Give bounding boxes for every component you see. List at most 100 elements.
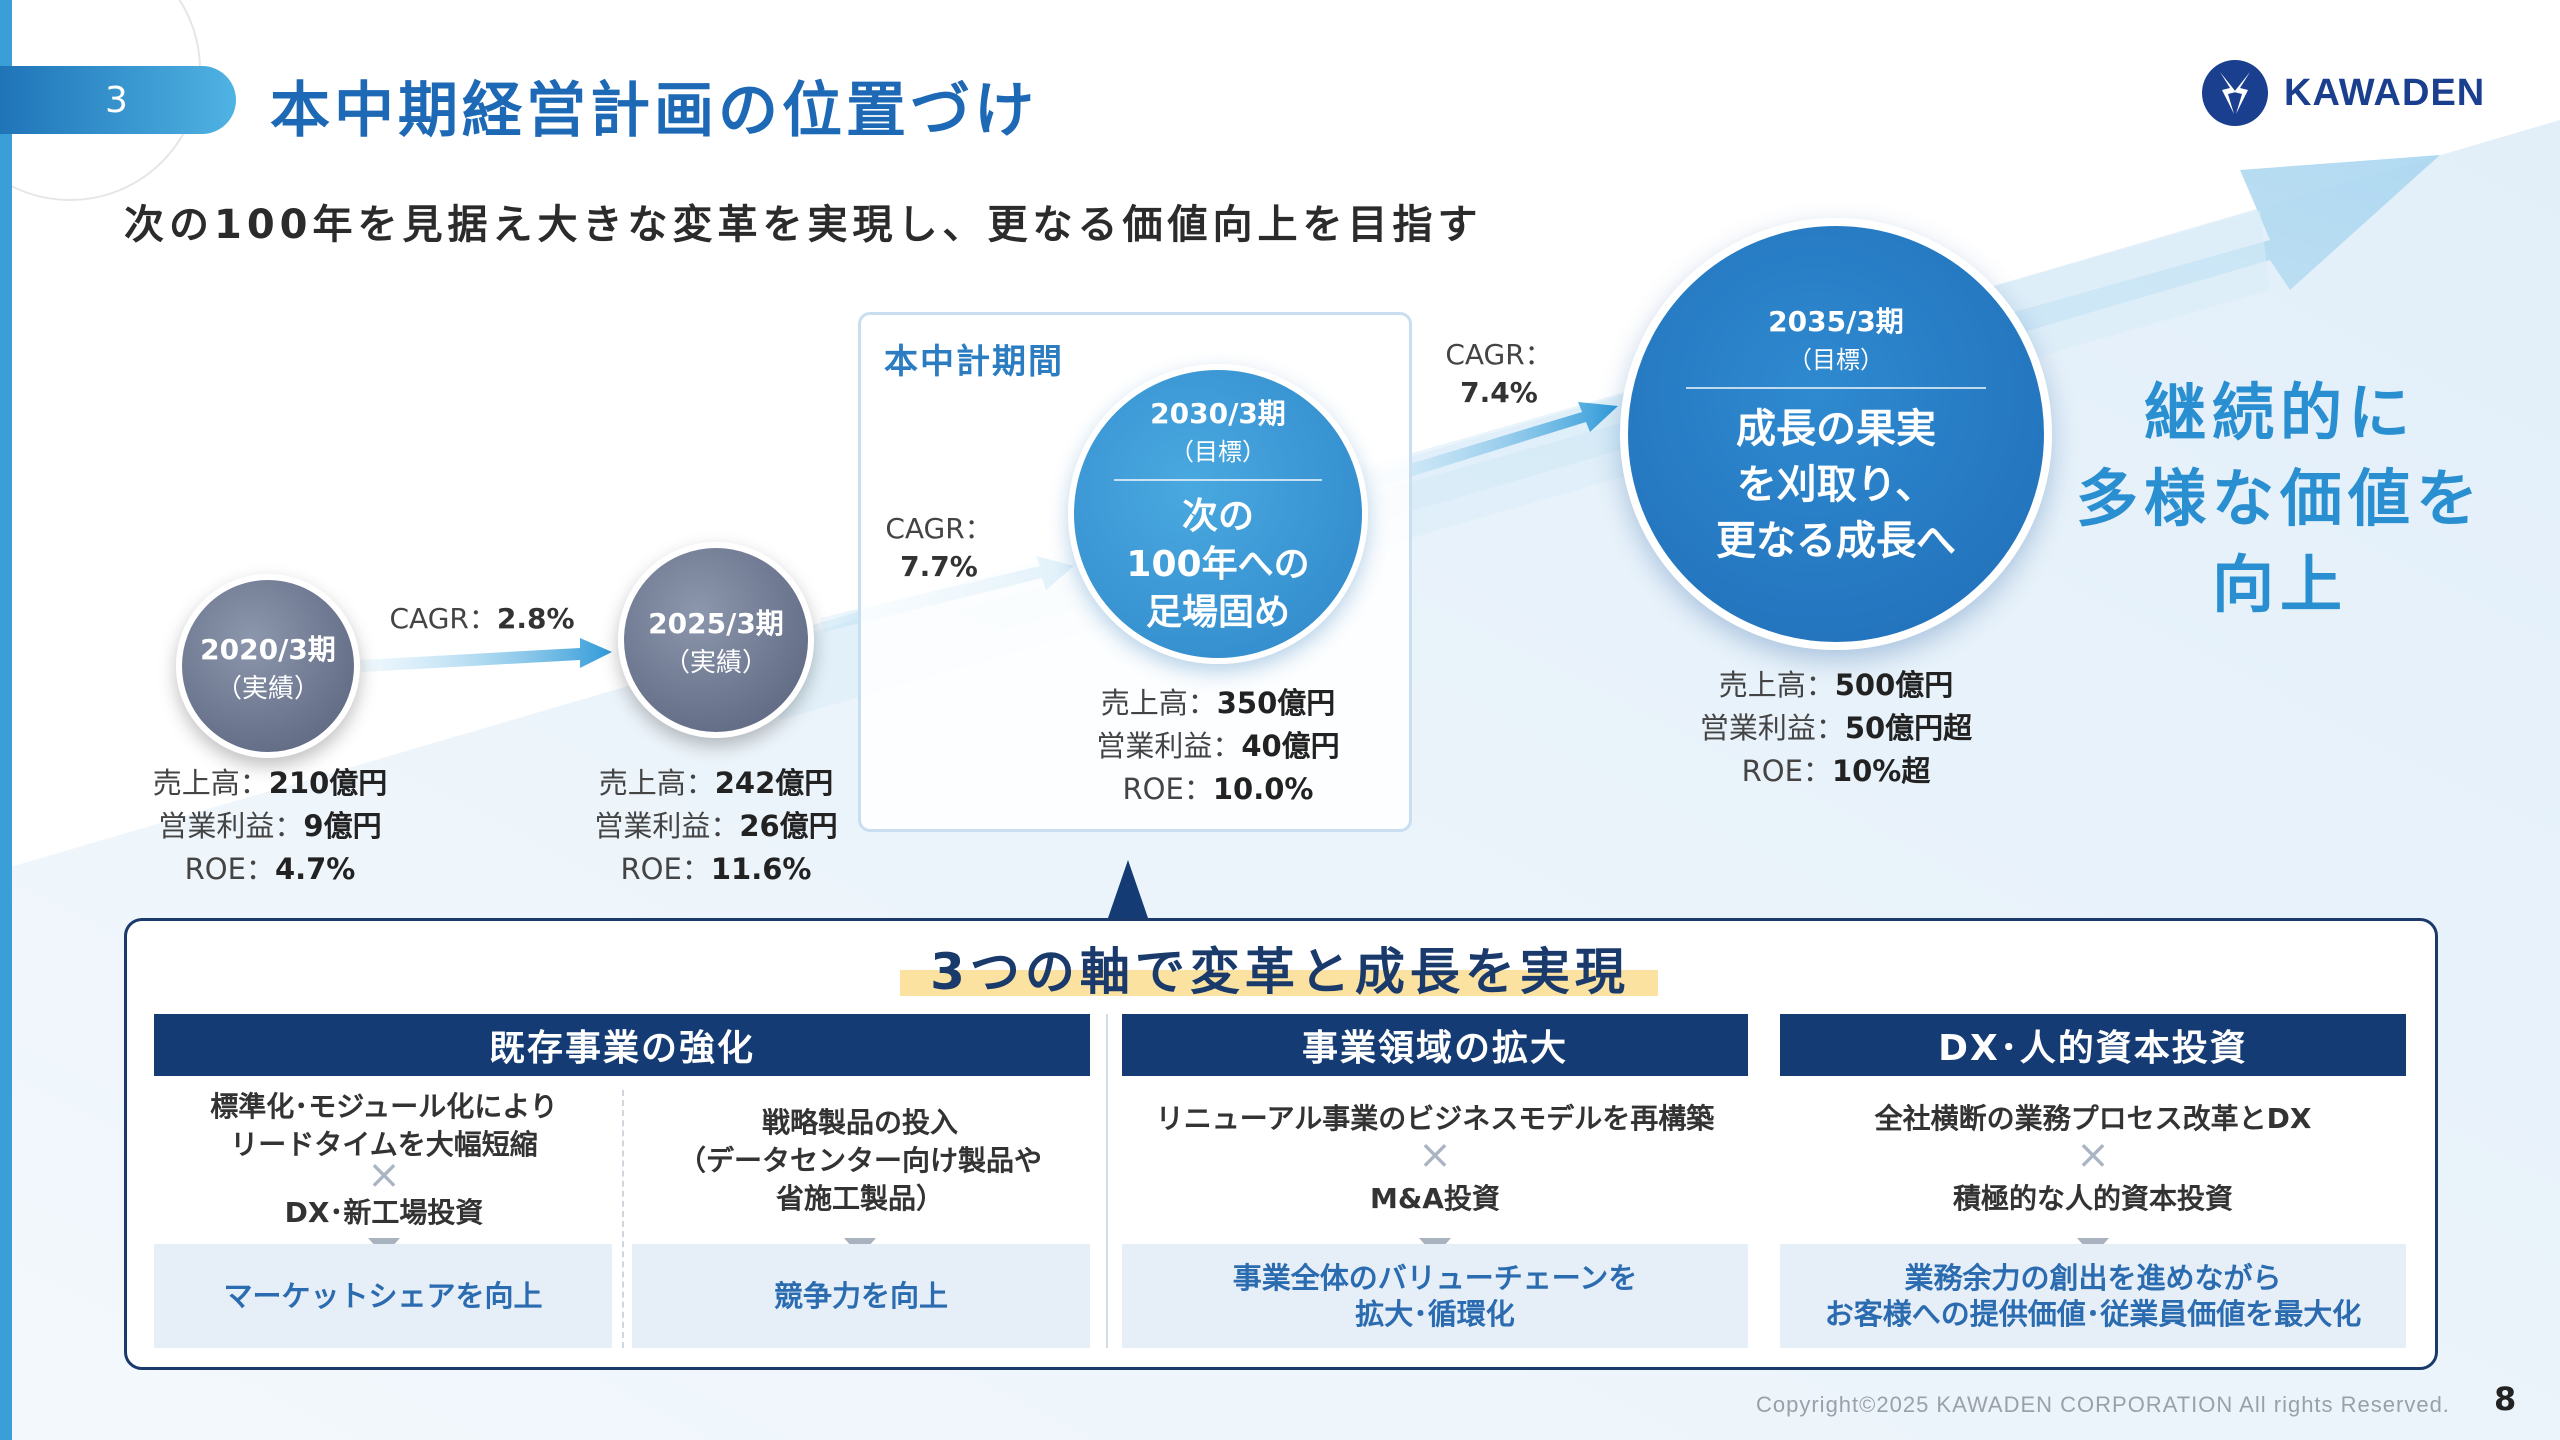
sales-value: 210億円 [268,766,388,800]
milestone-period: 2025/3期 [648,606,784,640]
times-symbol: × [2076,1132,2110,1178]
cell-line: リードタイムを大幅短縮 [230,1128,538,1161]
op-profit-value: 50億円超 [1844,711,1973,745]
op-profit-value: 9億円 [303,809,382,843]
result-market-share: マーケットシェアを向上 [154,1244,612,1348]
cagr-value: 2.8% [496,602,575,635]
result-competitiveness: 競争力を向上 [632,1244,1090,1348]
slogan-line: 多様な価値を [2075,462,2484,535]
circle-divider [1686,386,1986,389]
cell-line: 省施工製品） [775,1182,944,1215]
milestone-2035-circle: 2035/3期 （目標） 成長の果実 を刈取り、 更なる成長へ [1620,218,2052,650]
sales-label: 売上高： [152,766,269,800]
milestone-2035-metrics: 売上高：500億円 営業利益：50億円超 ROE：10%超 [1676,664,1996,793]
title-highlight [900,970,1658,996]
cagr-text: CAGR： [389,602,497,635]
circle-divider [1114,478,1322,481]
roe-label: ROE： [1122,772,1213,806]
strategic-products-text: 戦略製品の投入 （データセンター向け製品や 省施工製品） [630,1104,1090,1218]
milestone-period: 2030/3期 [1150,396,1286,430]
milestone-status: （目標） [1170,437,1266,466]
roe-value: 10%超 [1831,754,1931,788]
roe-label: ROE： [620,852,711,886]
result-line: 事業全体のバリューチェーンを [1232,1261,1638,1295]
headline-line: 成長の果実 [1736,405,1936,452]
page-number: 8 [2494,1380,2517,1418]
sub-column-divider [622,1090,624,1348]
op-profit-label: 営業利益： [594,809,740,843]
milestone-period: 2020/3期 [200,632,336,666]
sales-label: 売上高： [1718,668,1835,702]
headline-line: 更なる成長へ [1716,517,1956,564]
milestone-status: （目標） [1788,345,1884,374]
milestone-2025-circle: 2025/3期 （実績） [618,542,814,738]
roe-label: ROE： [1741,754,1832,788]
cagr-value: 7.7% [900,550,978,583]
cell-line: 戦略製品の投入 [761,1106,958,1139]
sales-label: 売上高： [598,766,715,800]
slogan-line: 向上 [2211,548,2348,621]
left-accent-strip [0,0,12,1440]
result-value-maximization: 業務余力の創出を進めながら お客様への提供価値･従業員価値を最大化 [1780,1244,2406,1348]
cagr-label-1: CAGR：2.8% [382,600,582,638]
times-symbol: × [367,1152,401,1198]
op-profit-value: 40億円 [1241,729,1340,763]
page-subtitle: 次の100年を見据え大きな変革を実現し、更なる価値向上を目指す [124,202,1483,248]
human-capital-text: 積極的な人的資本投資 [1952,1182,2233,1215]
milestone-headline: 成長の果実 を刈取り、 更なる成長へ [1716,401,1956,569]
milestone-2030-metrics: 売上高：350億円 営業利益：40億円 ROE：10.0% [1078,682,1358,811]
op-profit-value: 26億円 [739,809,838,843]
section-number: 3 [105,79,128,121]
sales-label: 売上高： [1100,686,1217,720]
headline-line: 足場固め [1145,591,1290,633]
cagr-label-2: CAGR： 7.7% [874,510,1004,586]
result-line: お客様への提供価値･従業員価値を最大化 [1824,1297,2362,1331]
headline-line: 100年への [1126,543,1310,585]
roe-value: 4.7% [274,852,356,886]
column-header-existing-business: 既存事業の強化 [154,1014,1090,1076]
section-number-tab: 3 [0,66,236,134]
sales-value: 242億円 [714,766,834,800]
cagr-text: CAGR： [885,512,993,545]
column-header-business-expansion: 事業領域の拡大 [1122,1014,1748,1076]
sales-value: 500億円 [1834,668,1954,702]
op-profit-label: 営業利益： [158,809,304,843]
milestone-2025-metrics: 売上高：242億円 営業利益：26億円 ROE：11.6% [576,762,856,891]
slogan-line: 継続的に [2143,376,2416,449]
headline-line: を刈取り、 [1736,461,1936,508]
ma-investment-text: M&A投資 [1370,1182,1500,1215]
logo-text: KAWADEN [2284,71,2486,114]
result-line: 拡大･循環化 [1355,1297,1515,1331]
result-line: 業務余力の創出を進めながら [1904,1261,2282,1295]
headline-line: 次の [1181,495,1254,537]
times-symbol: × [1418,1132,1452,1178]
op-profit-label: 営業利益： [1699,711,1845,745]
growth-slogan: 継続的に 多様な価値を 向上 [2070,370,2490,628]
milestone-2020-metrics: 売上高：210億円 営業利益：9億円 ROE：4.7% [130,762,410,891]
growth-arrow-3 [1370,402,1618,488]
sales-value: 350億円 [1216,686,1336,720]
cagr-label-3: CAGR： 7.4% [1434,336,1564,412]
panel-title: 3つの軸で変革と成長を実現 [930,943,1630,1001]
milestone-2020-circle: 2020/3期 （実績） [176,574,360,758]
roe-value: 11.6% [710,852,812,886]
milestone-status: （実績） [663,647,768,678]
growth-arrow-1 [360,638,612,672]
milestone-status: （実績） [215,673,320,704]
op-profit-label: 営業利益： [1096,729,1242,763]
result-value-chain: 事業全体のバリューチェーンを 拡大･循環化 [1122,1244,1748,1348]
column-header-dx-human-capital: DX･人的資本投資 [1780,1014,2406,1076]
milestone-headline: 次の 100年への 足場固め [1126,493,1309,637]
kawaden-logo-icon [2202,60,2268,126]
cell-line: （データセンター向け製品や [677,1144,1042,1177]
cell-line: 標準化･モジュール化により [210,1090,558,1123]
existing-dx-factory-text: DX･新工場投資 [284,1196,484,1229]
company-logo: KAWADEN [2200,58,2485,128]
milestone-2030-circle: 2030/3期 （目標） 次の 100年への 足場固め [1068,364,1368,664]
cagr-text: CAGR： [1445,338,1553,371]
existing-standardization-text: 標準化･モジュール化により リードタイムを大幅短縮 [154,1088,614,1164]
milestone-period: 2035/3期 [1768,304,1904,338]
copyright-text: Copyright©2025 KAWADEN CORPORATION All r… [1756,1392,2450,1417]
renewal-business-text: リニューアル事業のビジネスモデルを再構築 [1155,1102,1715,1135]
page-title: 本中期経営計画の位置づけ [270,76,1038,146]
